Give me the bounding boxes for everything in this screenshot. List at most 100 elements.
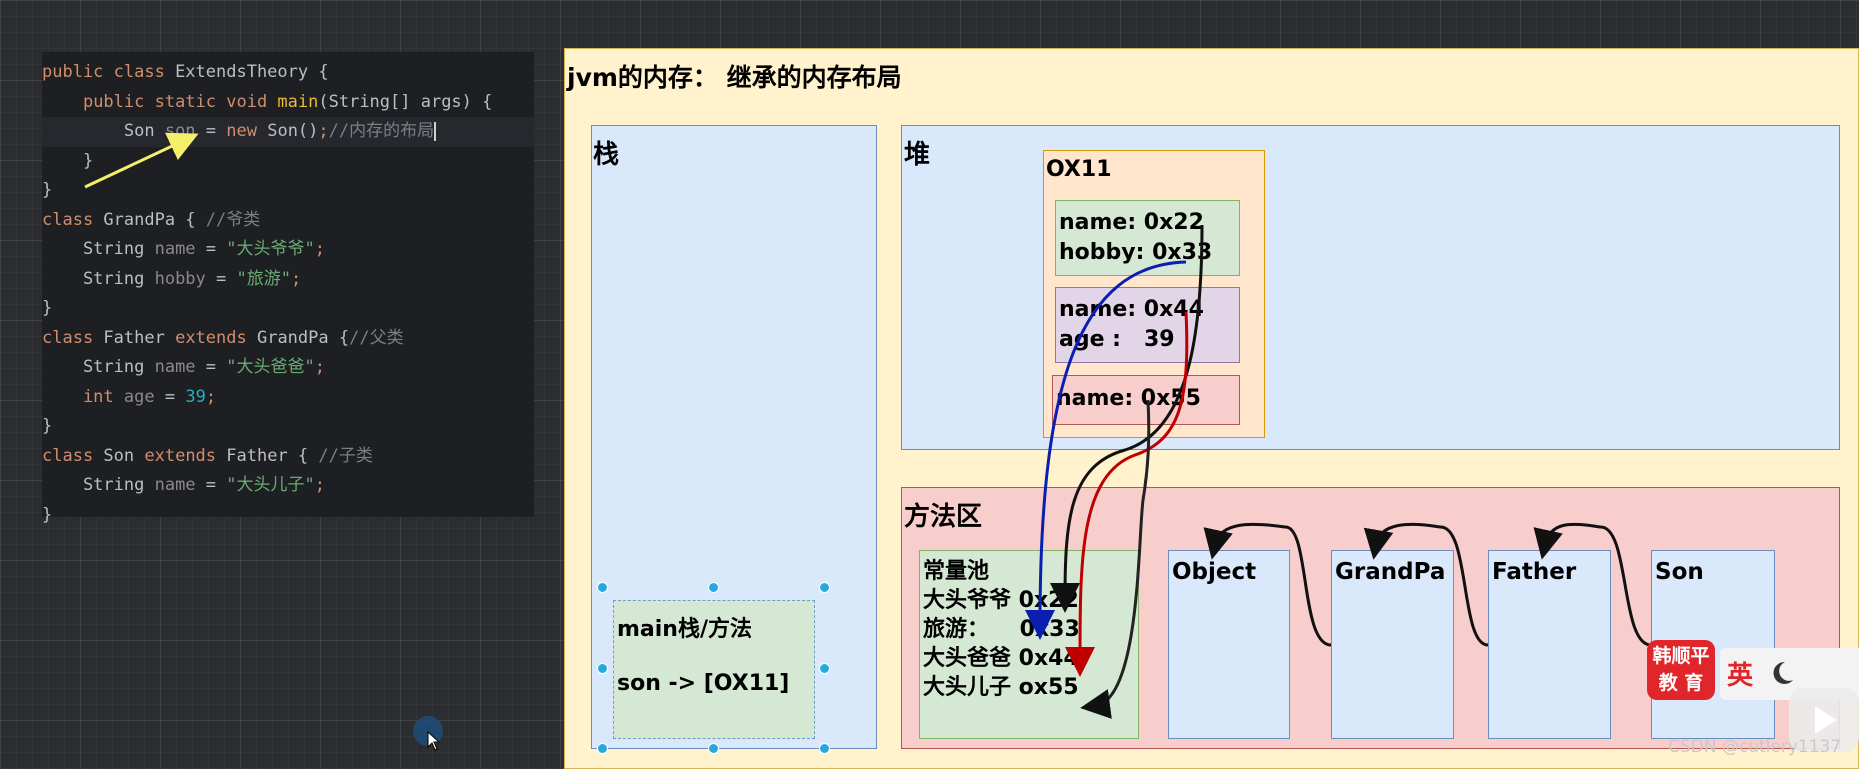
code-token: //父类 <box>349 327 404 348</box>
son-fields-block[interactable]: name: 0x55 <box>1052 375 1240 425</box>
code-token: ; <box>314 239 325 259</box>
code-token: public class <box>42 62 176 82</box>
selection-handle[interactable] <box>708 582 719 593</box>
code-line[interactable]: int age = 39; <box>42 383 534 413</box>
code-token: 39 <box>185 386 206 407</box>
arrow-father-name <box>1065 311 1189 677</box>
class-label: GrandPa <box>1335 559 1446 585</box>
code-line[interactable]: String hobby = "旅游"; <box>42 265 534 295</box>
code-token: String <box>42 475 155 495</box>
object-address: OX11 <box>1046 157 1112 182</box>
arrow-father-grandpa <box>1363 522 1489 647</box>
code-line[interactable]: } <box>42 412 534 442</box>
code-line[interactable]: class Father extends GrandPa {//父类 <box>42 324 534 354</box>
watermark: CSDN @cutlery1137 <box>1668 737 1842 757</box>
code-token: class <box>42 209 104 230</box>
code-line[interactable]: class GrandPa { //爷类 <box>42 206 534 236</box>
code-token: Son <box>42 121 165 141</box>
constant-pool-title: 常量池 <box>923 559 990 584</box>
code-token: GrandPa { <box>256 327 350 348</box>
selection-handle[interactable] <box>708 743 719 754</box>
code-token: = <box>195 239 227 259</box>
diagram-title: jvm的内存： 继承的内存布局 <box>567 63 902 92</box>
selection-handle[interactable] <box>597 743 608 754</box>
arrow-grandpa-name <box>1050 224 1204 613</box>
code-token: GrandPa { <box>103 209 206 230</box>
code-token: ; <box>314 475 325 495</box>
constant-pool-entry: 大头儿子 ox55 <box>923 675 1079 700</box>
arrow-grandpa-hobby <box>1025 260 1187 640</box>
code-token: "大头爷爷" <box>226 239 315 259</box>
code-token: Son() <box>267 121 319 141</box>
code-token: } <box>42 150 94 171</box>
constant-pool-entry: 大头爸爸 0x44 <box>923 646 1079 671</box>
code-line[interactable]: class Son extends Father { //子类 <box>42 442 534 472</box>
selection-handle[interactable] <box>819 582 830 593</box>
code-line[interactable]: public class ExtendsTheory { <box>42 58 534 88</box>
code-token: } <box>42 180 53 200</box>
selection-handle[interactable] <box>819 743 830 754</box>
code-token: int <box>42 386 124 407</box>
selection-handle[interactable] <box>597 663 608 674</box>
code-line[interactable]: String name = "大头爷爷"; <box>42 235 534 265</box>
moon-icon[interactable] <box>1767 658 1797 688</box>
code-line[interactable]: } <box>42 501 534 531</box>
code-token: "大头爸爸" <box>226 357 315 377</box>
code-token: new <box>226 121 268 141</box>
code-token: Son <box>103 445 145 466</box>
arrow-son-father <box>1533 522 1652 647</box>
code-token: (String[] args) { <box>318 91 493 112</box>
code-token: class <box>42 327 104 348</box>
code-token: } <box>42 504 53 525</box>
text-cursor <box>434 121 437 141</box>
class-father-box[interactable]: Father <box>1488 550 1611 739</box>
code-token: ExtendsTheory { <box>175 62 329 82</box>
code-token: //子类 <box>318 445 373 466</box>
code-token: Father <box>103 327 176 348</box>
code-token: name <box>154 239 196 259</box>
code-token: name <box>154 475 196 495</box>
code-token: ; <box>314 357 325 377</box>
annotation-arrow <box>84 132 199 189</box>
code-token: = <box>195 357 227 377</box>
son-fields: name: 0x55 <box>1056 386 1201 411</box>
main-frame-title: main栈/方法 <box>617 617 753 642</box>
code-line[interactable]: public static void main(String[] args) { <box>42 88 534 118</box>
code-token: String <box>42 357 155 377</box>
code-line[interactable]: } <box>42 147 534 177</box>
logo-text: 韩顺平 <box>1652 645 1710 667</box>
stack-label: 栈 <box>593 140 620 170</box>
ime-language[interactable]: 英 <box>1727 661 1754 691</box>
heap-label: 堆 <box>904 140 931 170</box>
code-token: ; <box>318 121 329 141</box>
code-token: = <box>195 121 227 141</box>
class-grandpa-box[interactable]: GrandPa <box>1331 550 1454 739</box>
code-token: = <box>205 268 237 289</box>
class-object-box[interactable]: Object <box>1168 550 1290 739</box>
code-line[interactable]: String name = "大头儿子"; <box>42 471 534 501</box>
main-stack-frame[interactable]: main栈/方法 son -> [OX11] <box>613 600 815 739</box>
code-line[interactable]: } <box>42 176 534 206</box>
code-line[interactable]: } <box>42 294 534 324</box>
logo-text: 教 育 <box>1658 672 1704 694</box>
play-button[interactable] <box>1789 688 1859 752</box>
code-token: String <box>42 268 155 289</box>
code-token: Father { <box>226 445 319 466</box>
main-frame-ref: son -> [OX11] <box>617 671 790 696</box>
play-icon <box>1815 706 1837 734</box>
code-token: //内存的布局 <box>328 121 435 141</box>
code-token: } <box>42 298 53 318</box>
code-token: ; <box>205 386 217 407</box>
class-label: Father <box>1492 559 1577 585</box>
code-token: extends <box>144 445 227 466</box>
code-token: = <box>195 475 227 495</box>
class-label: Object <box>1172 559 1257 585</box>
brand-logo: 韩顺平 教 育 <box>1647 640 1715 700</box>
code-token: name <box>154 357 196 377</box>
code-token: //爷类 <box>205 209 261 230</box>
code-editor[interactable]: public class ExtendsTheory { public stat… <box>42 52 534 525</box>
selection-handle[interactable] <box>819 663 830 674</box>
code-line[interactable]: String name = "大头爸爸"; <box>42 353 534 383</box>
selection-handle[interactable] <box>597 582 608 593</box>
